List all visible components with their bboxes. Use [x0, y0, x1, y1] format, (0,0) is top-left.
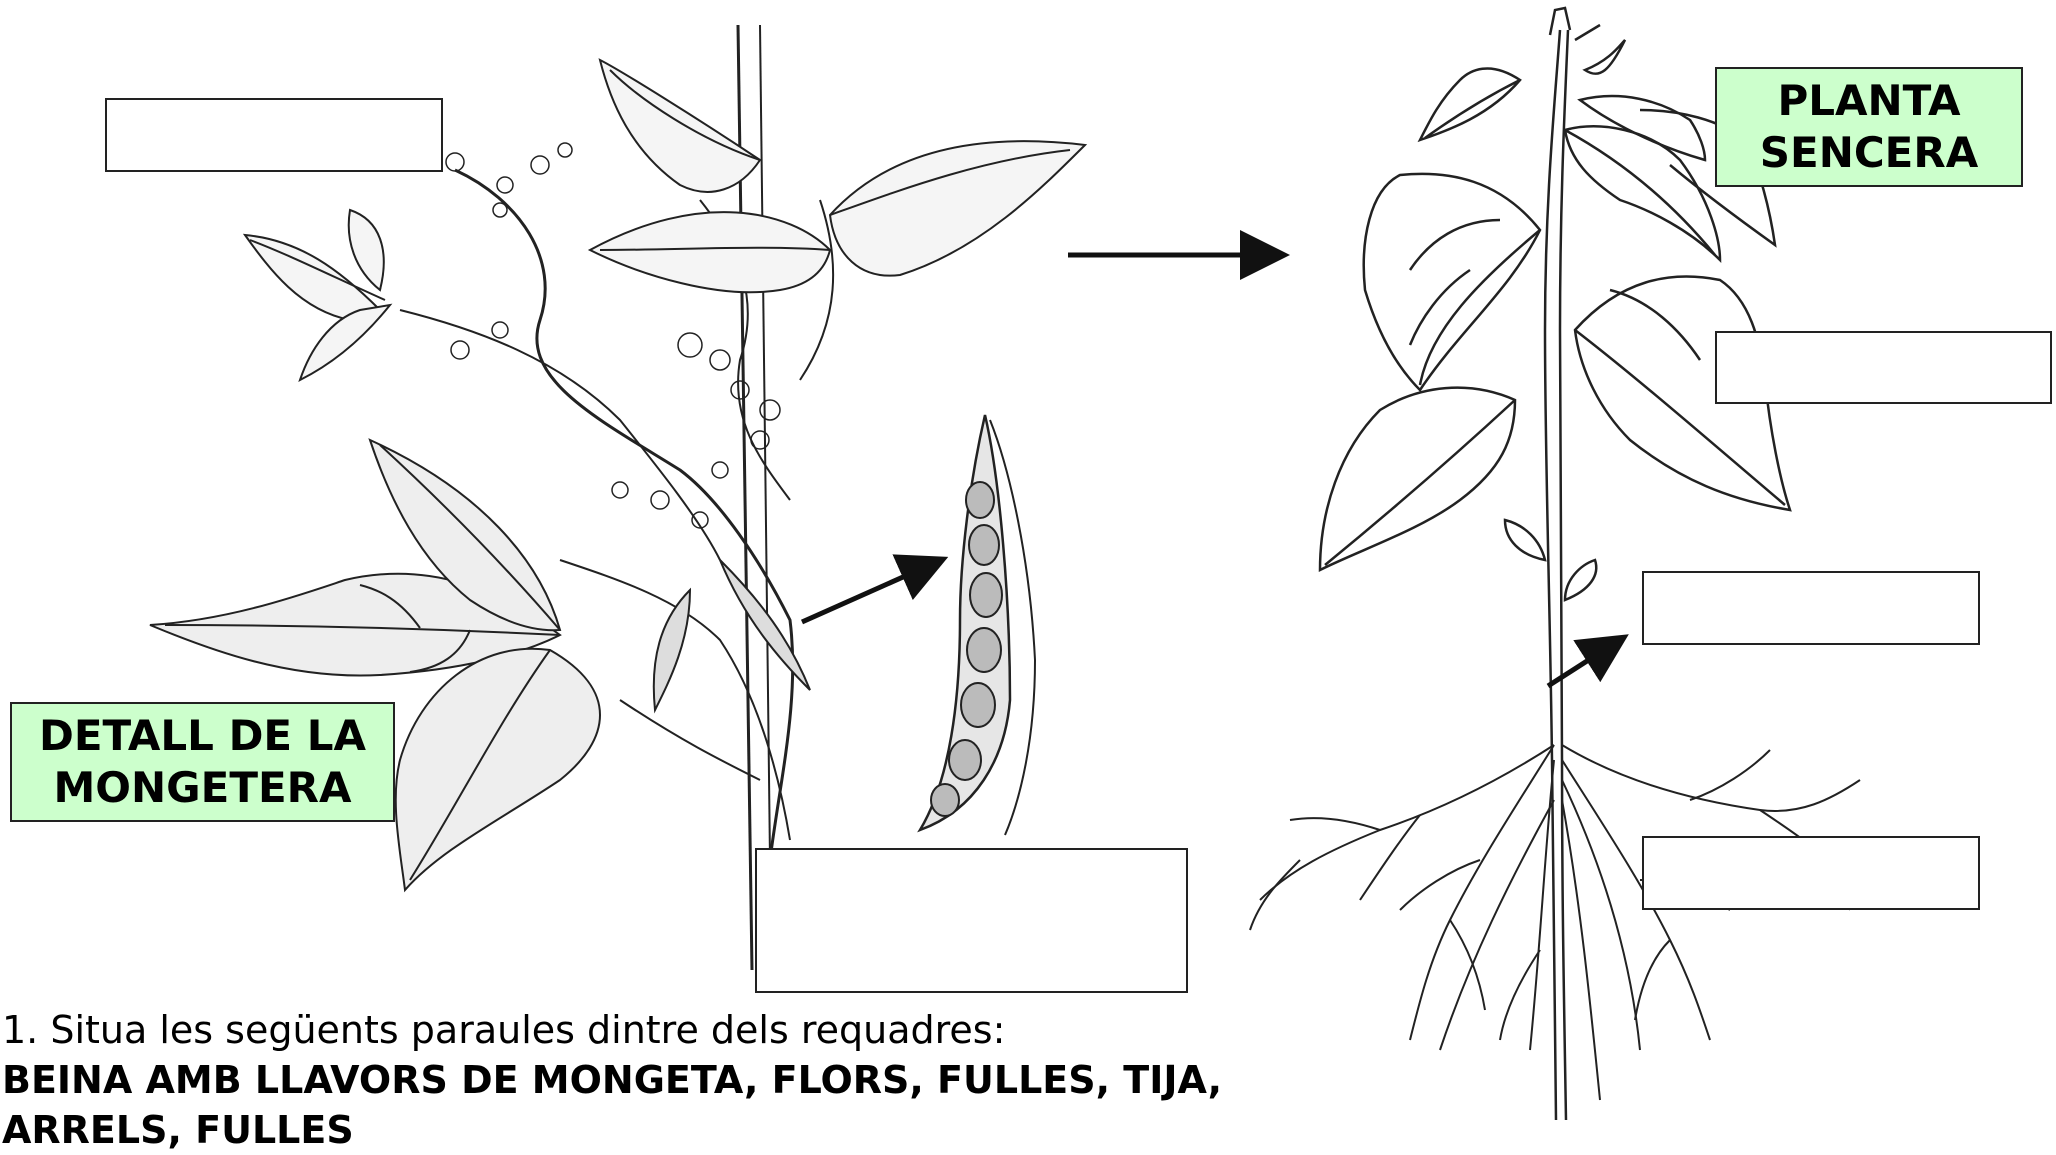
- answer-box-roots[interactable]: [1642, 836, 1980, 910]
- pod-pointer-arrow: [802, 565, 930, 622]
- leaf-top-right: [830, 141, 1085, 275]
- leaf-top-center: [600, 60, 760, 192]
- detail-title-line2: MONGETERA: [54, 762, 352, 814]
- flower-cluster-mid: [451, 322, 780, 528]
- leaf-lower-center: [396, 649, 600, 890]
- bean-pod-with-seeds: [920, 415, 1035, 835]
- answer-box-upper-right[interactable]: [1715, 331, 2052, 404]
- whole-plant-title-line2: SENCERA: [1760, 127, 1978, 179]
- whole-plant-title-label: PLANTA SENCERA: [1715, 67, 2023, 187]
- detail-title-line1: DETALL DE LA: [39, 710, 366, 762]
- leaf-upper-center: [590, 212, 830, 292]
- stem-pointer-arrow: [1548, 645, 1612, 686]
- detail-title-label: DETALL DE LA MONGETERA: [10, 702, 395, 822]
- word-list-text: BEINA AMB LLAVORS DE MONGETA, FLORS, FUL…: [2, 1055, 1282, 1155]
- whole-plant-title-line1: PLANTA: [1777, 75, 1960, 127]
- instruction-text: 1. Situa les següents paraules dintre de…: [2, 1008, 1005, 1052]
- answer-box-stem[interactable]: [1642, 571, 1980, 645]
- answer-box-flowers[interactable]: [105, 98, 443, 172]
- answer-box-pod[interactable]: [755, 848, 1188, 993]
- leaf-left-sprig: [245, 210, 390, 380]
